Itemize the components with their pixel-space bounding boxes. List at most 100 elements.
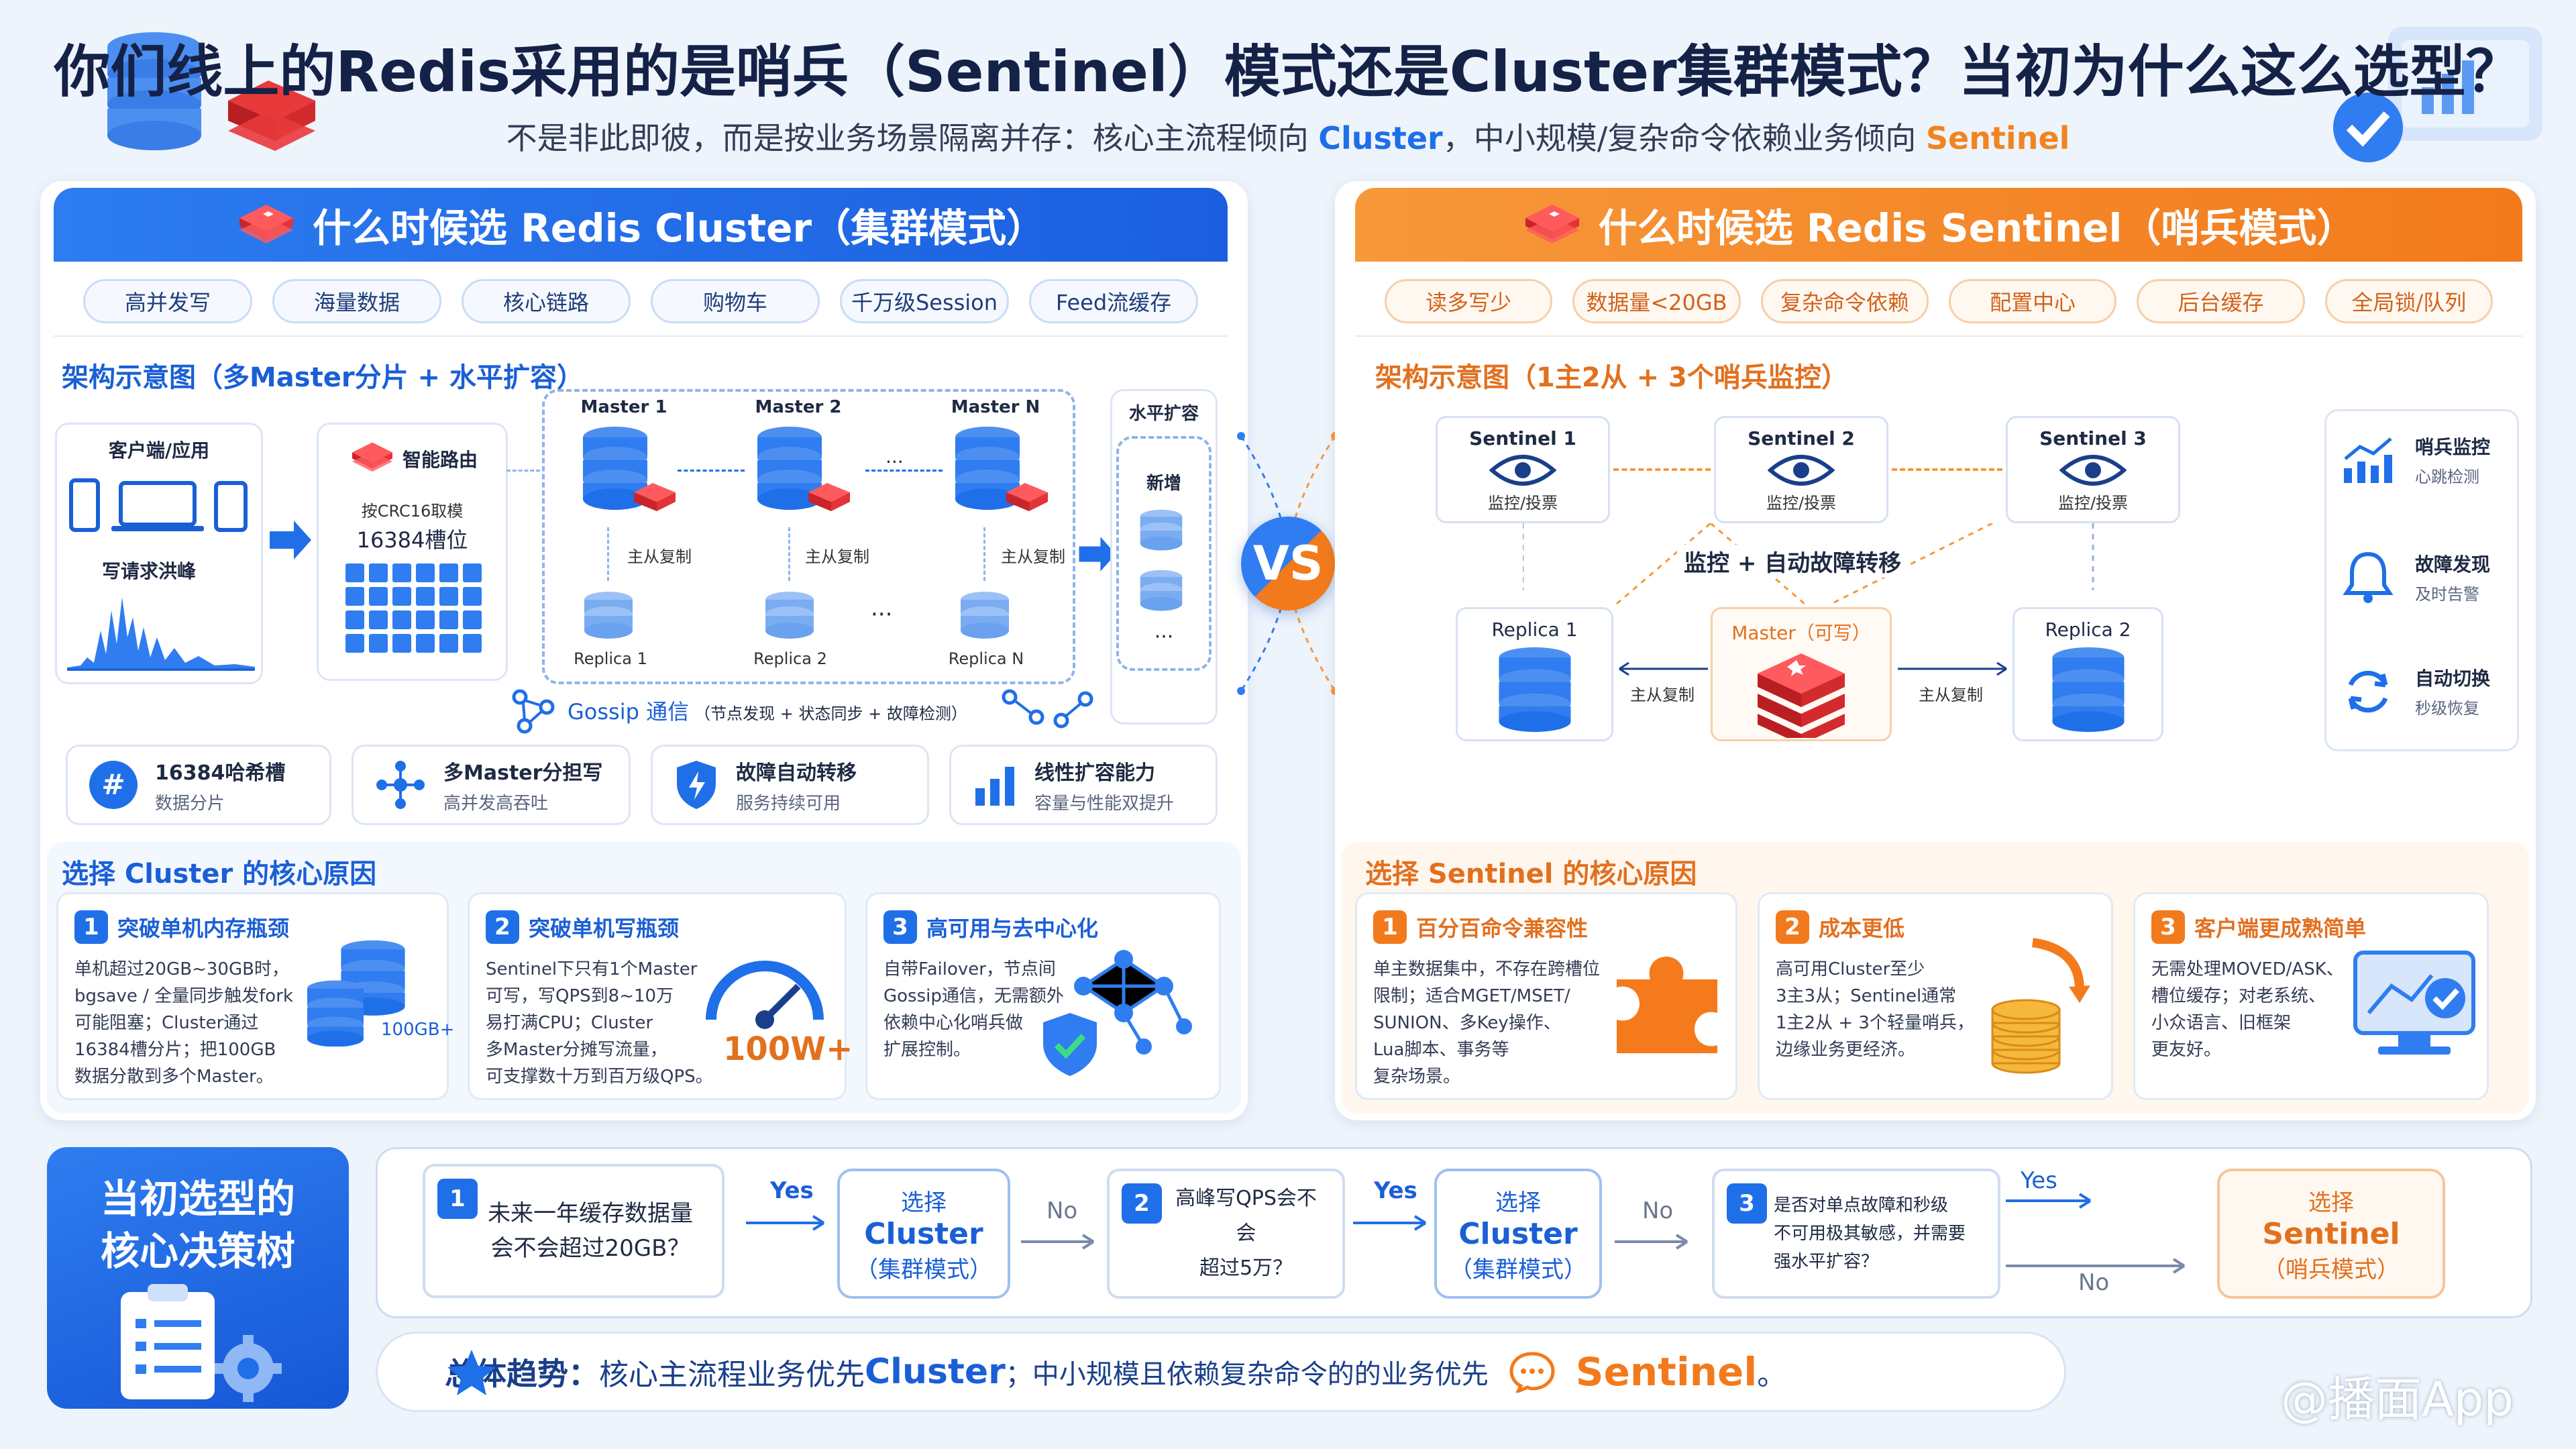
reason-line: 可写，写QPS到8~10万 (486, 986, 674, 1006)
chat-bubble-icon (1509, 1352, 1555, 1393)
reason-line: 单机超过20GB~30GB时， (74, 959, 289, 979)
decision-question: 2 高峰写QPS会不会 超过5万？ (1107, 1169, 1345, 1299)
choice-cluster: 选择 Cluster （集群模式） (837, 1169, 1010, 1299)
cluster-tags: 高并发写 海量数据 核心链路 购物车 千万级Session Feed流缓存 (54, 262, 1228, 323)
router-label: 智能路由 (402, 449, 478, 471)
question-line: 高峰写QPS会不会 (1175, 1187, 1317, 1245)
sentinel-header: 什么时候选 Redis Sentinel（哨兵模式） (1355, 188, 2522, 262)
slot-cell (463, 564, 482, 582)
master-label: Master 1 (580, 397, 667, 417)
router-desc2: 16384槽位 (356, 527, 468, 553)
arrow-right-icon (270, 521, 311, 559)
cluster-reasons-title: 选择 Cluster 的核心原因 (62, 859, 377, 890)
sentinel-tags-divider (1355, 335, 2522, 337)
slot-cell (416, 587, 435, 606)
bar-growth-icon (975, 767, 1014, 806)
sentinel-tag: 配置中心 (1948, 279, 2117, 323)
failover-label: 监控 + 自动故障转移 (1677, 545, 1909, 578)
cluster-tag: 海量数据 (272, 279, 441, 323)
subtitle-sentinel: Sentinel (1925, 120, 2070, 156)
sentinel-tags: 读多写少 数据量<20GB 复杂命令依赖 配置中心 后台缓存 全局锁/队列 (1355, 262, 2522, 323)
master-group (542, 389, 1075, 684)
slot-grid-icon (345, 564, 482, 653)
repl-line (788, 527, 790, 581)
slot-cell (369, 564, 388, 582)
sentinel-link (1892, 468, 2002, 471)
repl-arrow (1619, 661, 1708, 676)
question-line: 是否对单点故障和秒级 (1774, 1195, 1949, 1216)
reason-title: 成本更低 (1819, 916, 1905, 941)
choice-mode: （集群模式） (855, 1256, 992, 1283)
subtitle-mid: ，中小规模/复杂命令依赖业务倾向 (1442, 120, 1926, 156)
feature-title: 线性扩容能力 (1034, 761, 1155, 785)
database-icon (1498, 647, 1571, 733)
arrow-right-icon (1353, 1215, 1427, 1231)
sentinel-tag: 读多写少 (1385, 279, 1553, 323)
cluster-tags-divider (54, 335, 1228, 337)
feature-desc: 数据分片 (155, 793, 225, 814)
choice-pre: 选择 (1495, 1189, 1541, 1216)
reason-line: Sentinel下只有1个Master (486, 959, 698, 979)
choice-pre: 选择 (2308, 1189, 2354, 1216)
cluster-feature-card: # 16384哈希槽数据分片 (66, 745, 331, 825)
choice-sentinel: 选择 Sentinel （哨兵模式） (2217, 1169, 2445, 1299)
no-label: No (1642, 1197, 1674, 1224)
slot-cell (439, 634, 458, 653)
question-num: 3 (1727, 1183, 1767, 1224)
database-icon (2051, 647, 2125, 733)
redis-logo-icon (352, 442, 392, 472)
reason-desc: 高可用Cluster至少 3主3从；Sentinel通常 1主2从 + 3个轻量… (1776, 956, 2095, 1063)
bell-icon (2343, 551, 2394, 603)
question-text: 未来一年缓存数据量 会不会超过20GB？ (444, 1196, 703, 1266)
reason-line: 高可用Cluster至少 (1776, 959, 1925, 979)
gossip-desc: （节点发现 + 状态同步 + 故障检测） (694, 704, 967, 723)
master-label: Master 2 (755, 397, 842, 417)
vs-badge: VS (1241, 517, 1335, 610)
decision-title-line1: 当初选型的 (100, 1176, 295, 1222)
reason-num: 1 (1373, 910, 1407, 944)
gossip-label: Gossip 通信（节点发现 + 状态同步 + 故障检测） (568, 695, 967, 726)
arrow-right-icon (746, 1215, 825, 1231)
slot-cell (439, 564, 458, 582)
new-node-icon (1140, 570, 1183, 611)
reason-desc: Sentinel下只有1个Master 可写，写QPS到8~10万 易打满CPU… (486, 956, 828, 1090)
decision-question: 3 是否对单点故障和秒级 不可用极其敏感，并需要 强水平扩容？ (1712, 1169, 2000, 1299)
sentinel-node-title: Sentinel 1 (1469, 427, 1576, 449)
master-db-icon (955, 427, 1048, 511)
side-desc: 及时告警 (2415, 584, 2479, 604)
star-icon (447, 1350, 496, 1395)
reason-title: 高可用与去中心化 (926, 916, 1099, 941)
repl-line (983, 527, 985, 581)
reason-title: 百分百命令兼容性 (1416, 916, 1589, 941)
cluster-feature-card: 故障自动转移服务持续可用 (651, 745, 929, 825)
sentinel-node-title: Sentinel 2 (1748, 427, 1855, 449)
choice-name: Cluster (1458, 1216, 1578, 1251)
trend-bar: 总体趋势： 核心主流程业务优先 Cluster ；中小规模且依赖复杂命令的的业务… (376, 1332, 2066, 1412)
master-title: Master（可写） (1731, 622, 1871, 644)
reason-line: Lua脚本、事务等 (1373, 1040, 1509, 1060)
yes-label: Yes (2021, 1167, 2057, 1194)
repl-label: 主从复制 (1919, 686, 1983, 704)
side-desc: 秒级恢复 (2415, 699, 2479, 718)
slot-cell (345, 564, 364, 582)
choice-name: Sentinel (2262, 1216, 2400, 1251)
master-db-icon (757, 427, 850, 511)
eye-icon (1767, 455, 1835, 486)
reason-num: 3 (883, 910, 917, 944)
yes-label: Yes (770, 1177, 814, 1204)
question-line: 未来一年缓存数据量 (488, 1200, 693, 1227)
replica-node: Replica 1 (1456, 607, 1613, 741)
clipboard-gear-icon (121, 1284, 282, 1402)
feature-title: 故障自动转移 (736, 761, 857, 785)
reason-line: 单主数据集中，不存在跨槽位 (1373, 959, 1601, 979)
choice-name: Cluster (864, 1216, 983, 1251)
scale-title: 水平扩容 (1128, 404, 1199, 424)
redis-stack-icon (1758, 653, 1845, 745)
cluster-feature-card: 多Master分担写高并发高吞吐 (352, 745, 631, 825)
cluster-arch-title: 架构示意图（多Master分片 + 水平扩容） (62, 362, 584, 393)
sentinel-tag: 数据量<20GB (1572, 279, 1741, 323)
eye-icon (1489, 455, 1557, 486)
reason-line: 1主2从 + 3个轻量哨兵， (1776, 1013, 1974, 1033)
client-box (55, 423, 263, 684)
